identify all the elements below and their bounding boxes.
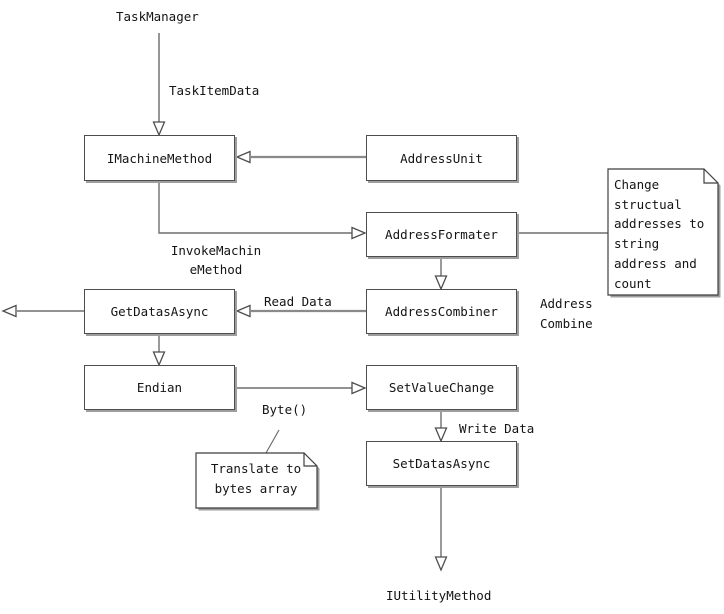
arrowhead-down-icon (434, 427, 448, 443)
node-label: AddressUnit (400, 150, 483, 166)
node-endian: Endian (84, 365, 235, 410)
edge-imachinemethod-addressformater (158, 181, 352, 234)
note-fold-icon (703, 169, 718, 184)
edge-label-task-item-data: TaskItemData (169, 83, 260, 98)
arrowhead-down-icon (434, 275, 448, 291)
arrowhead-down-icon (152, 351, 166, 367)
note-translate-bytes-shape (195, 452, 318, 509)
node-address-combiner: AddressCombiner (366, 289, 517, 334)
node-address-unit: AddressUnit (366, 135, 517, 181)
node-label: SetValueChange (388, 380, 495, 395)
node-label: Endian (136, 380, 183, 395)
arrowhead-down-icon (152, 121, 166, 137)
source-label-taskmanager: TaskManager (116, 9, 199, 24)
note-fold-icon (303, 453, 317, 467)
node-label: GetDatasAsync (110, 304, 209, 319)
arrowhead-left-icon (1, 304, 17, 318)
edge-label-read-data: Read Data (264, 294, 332, 309)
edge-byte-note (265, 429, 280, 454)
edge-label-invoke-machine-method: InvokeMachin eMethod (170, 243, 262, 277)
note-translate-bytes-text: Translate to bytes array (210, 461, 302, 496)
arrowhead-left-icon (235, 150, 251, 164)
note-change-structural-shape (607, 168, 719, 296)
node-set-value-change: SetValueChange (366, 365, 517, 410)
sink-label-iutilitymethod: IUtilityMethod (386, 588, 492, 603)
node-label: IMachineMethod (106, 150, 213, 166)
edge-label-byte-call: Byte() (262, 402, 308, 417)
note-change-structural-text: Change structual addresses to string add… (614, 177, 705, 291)
arrowhead-down-icon (434, 556, 448, 572)
arrowhead-right-icon (351, 381, 367, 395)
arrowhead-left-icon (235, 304, 251, 318)
node-label: AddressCombiner (385, 304, 498, 319)
node-get-datas-async: GetDatasAsync (84, 289, 235, 334)
node-label: AddressFormater (385, 227, 498, 242)
node-label: SetDatasAsync (392, 456, 491, 471)
edge-label-address-combine: Address Combine (540, 296, 593, 331)
arrowhead-right-icon (351, 226, 367, 240)
node-set-datas-async: SetDatasAsync (366, 441, 517, 486)
edge-label-write-data: Write Data (459, 421, 535, 436)
node-address-formater: AddressFormater (366, 212, 517, 257)
node-imachine-method: IMachineMethod (84, 135, 235, 181)
